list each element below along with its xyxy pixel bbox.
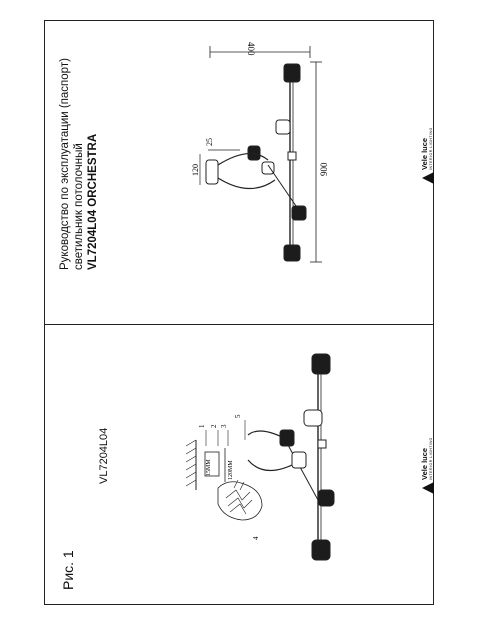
callout-4: 4 [252,536,260,540]
brand-logo: Vele luce INTERIOR LIGHTING [420,120,440,184]
callout-15mm: 15MM [206,459,212,476]
page-divider [44,324,434,325]
page-border [44,20,434,605]
dimension-120-label: 120 [191,164,200,176]
lower-shades [279,353,335,561]
callout-120mm: 120MM [228,460,234,480]
callout-3: 3 [220,424,228,428]
upper-shades [247,63,307,262]
brand-triangle-icon [422,172,434,184]
dimension-25-label: 25 [205,138,214,146]
dimension-900: 900 [310,61,329,263]
callout-1: 1 [198,424,206,428]
brand-triangle-icon [422,482,434,494]
callout-2: 2 [210,424,218,428]
dimension-400: 400 [209,42,311,58]
dimension-900-label: 900 [319,162,329,176]
mount-detail: 15MM 120MM 1 2 3 5 4 [198,414,260,540]
brand-logo-lower: Vele luce INTERIOR LIGHTING [420,430,440,494]
callout-5: 5 [234,414,242,418]
wiring-sketch [217,479,263,521]
ceiling-hatch [185,439,197,490]
dimension-400-label: 400 [246,42,256,56]
dimension-120: 120 25 [191,138,240,185]
